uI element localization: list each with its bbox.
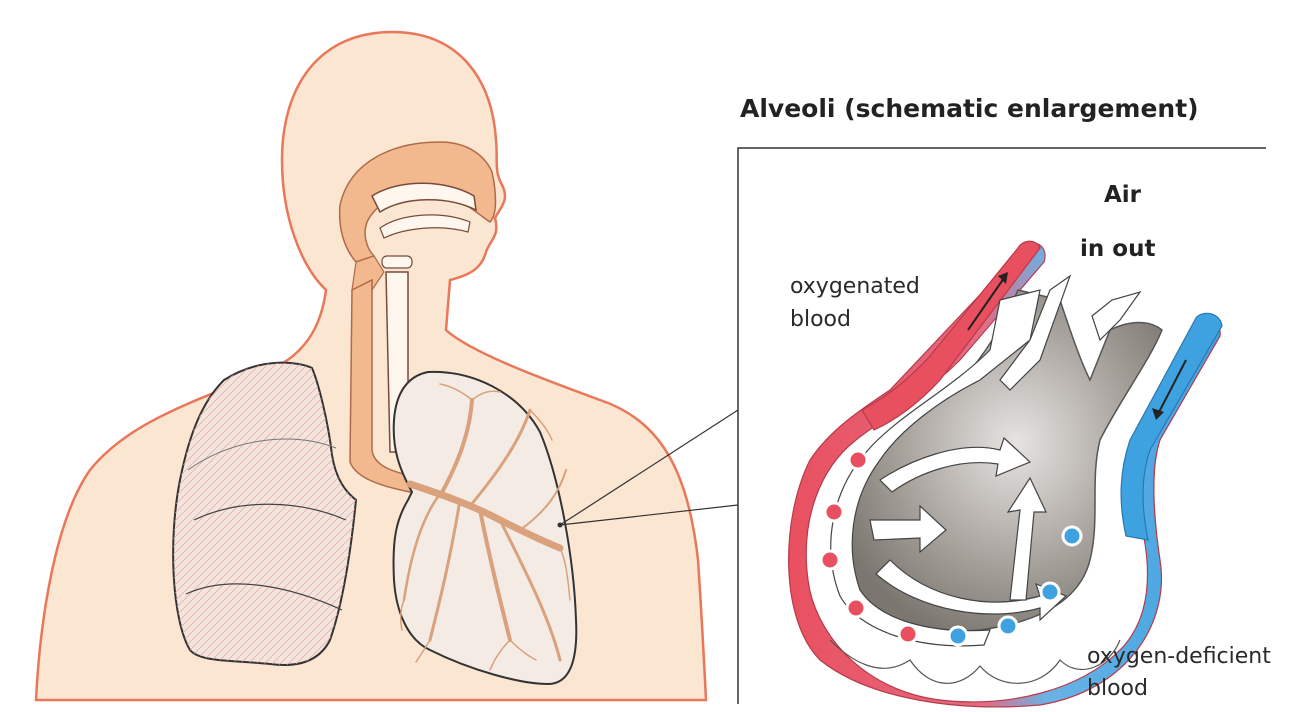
blue-blood-cell	[949, 627, 967, 645]
blue-blood-cell	[1041, 583, 1059, 601]
air-direction-label: in out	[1080, 236, 1155, 262]
red-blood-cell	[899, 625, 917, 643]
diagram-title: Alveoli (schematic enlargement)	[740, 94, 1199, 123]
red-blood-cell	[849, 451, 867, 469]
alveolus-schematic	[789, 241, 1222, 707]
oxygenated-blood-label-line2: blood	[790, 305, 851, 335]
oxygenated-blood-label-line1: oxygenated	[790, 272, 920, 302]
epiglottis	[382, 256, 412, 268]
red-blood-cell	[821, 551, 839, 569]
red-blood-cell	[847, 599, 865, 617]
deoxygenated-blood-label-line2: blood	[1087, 674, 1148, 704]
blue-blood-cell	[1063, 527, 1081, 545]
red-blood-cell	[825, 503, 843, 521]
blue-blood-cell	[999, 617, 1017, 635]
deoxygenated-blood-label-line1: oxygen-deficient	[1087, 642, 1271, 672]
air-label: Air	[1104, 182, 1141, 208]
